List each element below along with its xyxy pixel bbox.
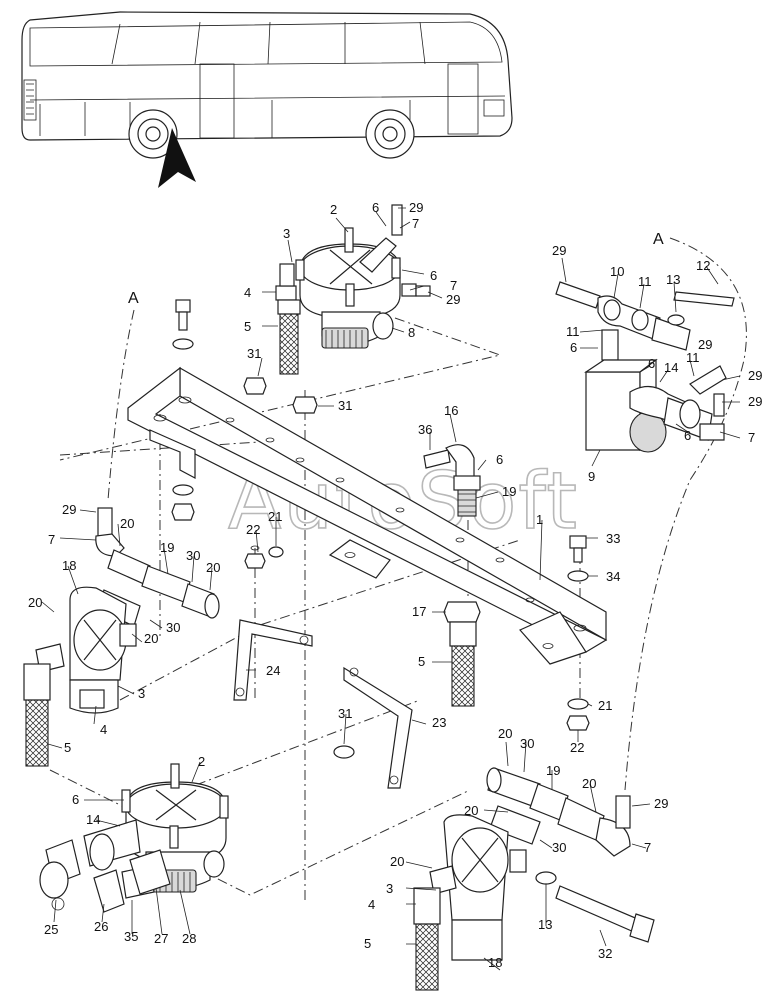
callout-2: 2 xyxy=(330,202,337,217)
callout-18: 18 xyxy=(62,558,76,573)
callout-10: 10 xyxy=(610,264,624,279)
callout-31: 31 xyxy=(338,706,352,721)
callout-13: 13 xyxy=(538,917,552,932)
callout-13: 13 xyxy=(666,272,680,287)
callout-33: 33 xyxy=(606,531,620,546)
hose-top xyxy=(277,299,301,375)
callout-8: 8 xyxy=(408,325,415,340)
callout-27: 27 xyxy=(154,931,168,946)
callout-4: 4 xyxy=(100,722,107,737)
callout-14: 14 xyxy=(86,812,100,827)
leader-lines xyxy=(41,207,741,971)
callout-29: 29 xyxy=(552,243,566,258)
callout-20: 20 xyxy=(498,726,512,741)
callout-7: 7 xyxy=(412,216,419,231)
callout-29: 29 xyxy=(748,368,762,383)
callout-30: 30 xyxy=(166,620,180,635)
callout-20: 20 xyxy=(144,631,158,646)
callout-20: 20 xyxy=(206,560,220,575)
callout-20: 20 xyxy=(582,776,596,791)
callout-23: 23 xyxy=(432,715,446,730)
callout-14: 14 xyxy=(664,360,678,375)
callout-20: 20 xyxy=(464,803,478,818)
mounting-bracket xyxy=(127,366,608,665)
callout-29: 29 xyxy=(409,200,423,215)
callout-11: 11 xyxy=(686,350,700,365)
callout-19: 19 xyxy=(160,540,174,555)
callout-12: 12 xyxy=(696,258,710,273)
callout-4: 4 xyxy=(244,285,251,300)
brackets-23-24 xyxy=(233,619,413,789)
callout-3: 3 xyxy=(283,226,290,241)
solenoid-valve-assembly xyxy=(555,281,735,453)
callout-6: 6 xyxy=(372,200,379,215)
callout-31: 31 xyxy=(247,346,261,361)
bus-illustration xyxy=(21,11,513,188)
callout-22: 22 xyxy=(246,522,260,537)
callout-17: 17 xyxy=(412,604,426,619)
callout-11: 11 xyxy=(638,274,652,289)
callout-30: 30 xyxy=(520,736,534,751)
callout-35: 35 xyxy=(124,929,138,944)
callout-9: 9 xyxy=(588,469,595,484)
callout-7: 7 xyxy=(450,278,457,293)
callout-7: 7 xyxy=(748,430,755,445)
callout-2: 2 xyxy=(198,754,205,769)
callout-21: 21 xyxy=(598,698,612,713)
callout-1: 1 xyxy=(536,512,543,527)
callout-34: 34 xyxy=(606,569,620,584)
callout-19: 19 xyxy=(502,484,516,499)
callout-3: 3 xyxy=(138,686,145,701)
callout-22: 22 xyxy=(570,740,584,755)
callout-29: 29 xyxy=(698,337,712,352)
left-valve-assembly xyxy=(23,507,220,767)
callout-7: 7 xyxy=(48,532,55,547)
callout-6: 6 xyxy=(570,340,577,355)
callout-11: 11 xyxy=(566,324,580,339)
callout-5: 5 xyxy=(364,936,371,951)
callout-6: 6 xyxy=(430,268,437,283)
callout-16: 16 xyxy=(444,403,458,418)
callout-19: 19 xyxy=(546,763,560,778)
callout-28: 28 xyxy=(182,931,196,946)
callout-29: 29 xyxy=(748,394,762,409)
callout-6: 6 xyxy=(496,452,503,467)
callout-21: 21 xyxy=(268,509,282,524)
callout-29: 29 xyxy=(446,292,460,307)
callout-6: 6 xyxy=(648,356,655,371)
callout-5: 5 xyxy=(244,319,251,334)
relay-valve-bottom xyxy=(39,763,229,913)
callout-29: 29 xyxy=(654,796,668,811)
callout-3: 3 xyxy=(386,881,393,896)
callout-29: 29 xyxy=(62,502,76,517)
callout-7: 7 xyxy=(644,840,651,855)
callout-36: 36 xyxy=(418,422,432,437)
bolt-washer-top xyxy=(171,299,318,569)
view-letter-a-left: A xyxy=(128,290,139,307)
callout-6: 6 xyxy=(684,428,691,443)
right-valve-assembly xyxy=(413,767,655,991)
callout-24: 24 xyxy=(266,663,280,678)
callout-26: 26 xyxy=(94,919,108,934)
callout-4: 4 xyxy=(368,897,375,912)
callout-20: 20 xyxy=(28,595,42,610)
relay-valve-top xyxy=(275,204,431,349)
callout-31: 31 xyxy=(338,398,352,413)
callout-30: 30 xyxy=(186,548,200,563)
view-arrow-icon xyxy=(158,128,196,188)
callout-labels: 29 7 6 2 3 6 7 4 29 5 8 31 31 29 10 11 1… xyxy=(28,200,762,970)
callout-5: 5 xyxy=(64,740,71,755)
callout-20: 20 xyxy=(120,516,134,531)
callout-32: 32 xyxy=(598,946,612,961)
callout-6: 6 xyxy=(72,792,79,807)
view-letter-a-right: A xyxy=(653,231,664,248)
callout-18: 18 xyxy=(488,955,502,970)
callout-5: 5 xyxy=(418,654,425,669)
callout-20: 20 xyxy=(390,854,404,869)
callout-30: 30 xyxy=(552,840,566,855)
callout-25: 25 xyxy=(44,922,58,937)
